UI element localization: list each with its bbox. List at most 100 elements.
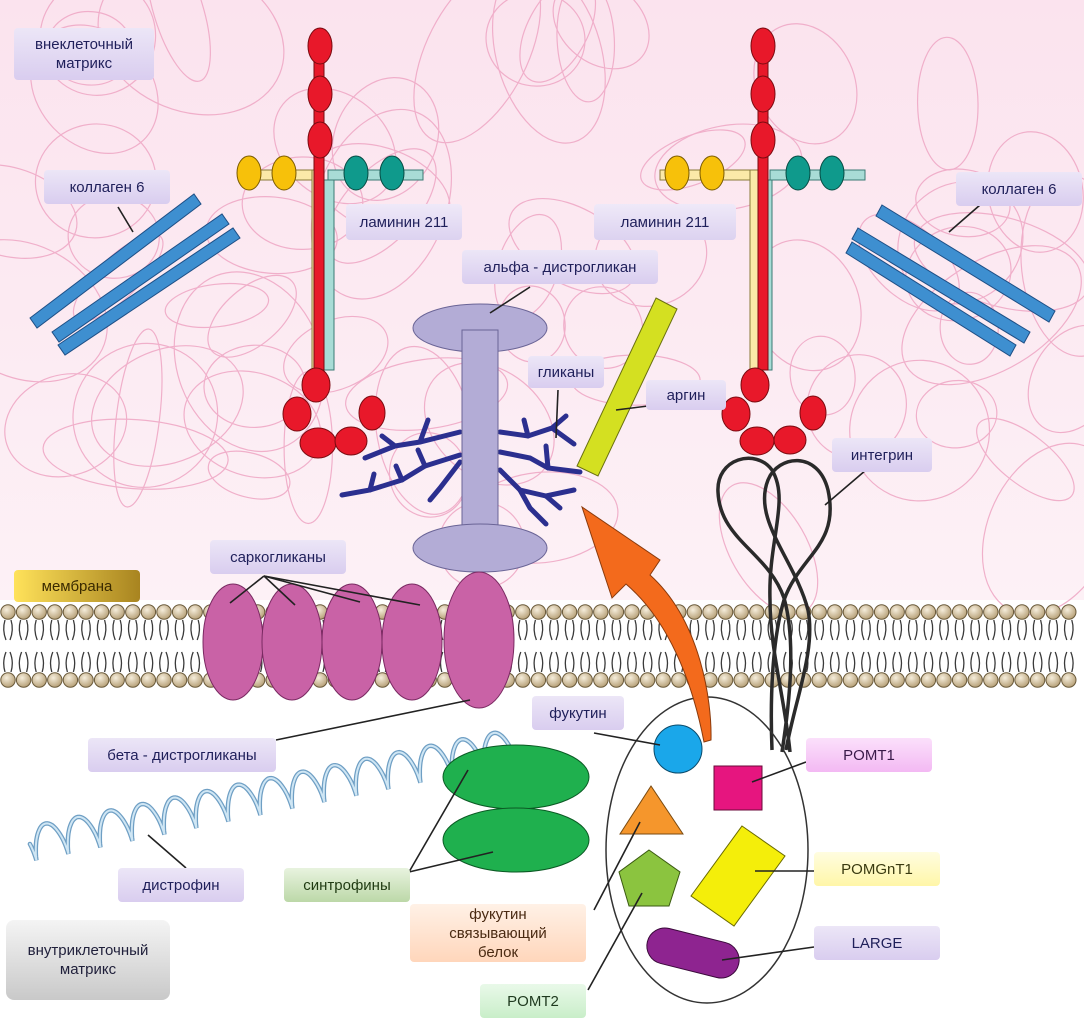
lipid-tail bbox=[829, 619, 840, 641]
lipid-tail bbox=[564, 619, 575, 641]
lipid-tail bbox=[65, 619, 76, 641]
label-beta-dystroglycans: бета - дистрогликаны bbox=[88, 738, 276, 772]
lipid-head bbox=[873, 604, 890, 620]
lipid-tail bbox=[127, 619, 138, 641]
fibre-loop bbox=[113, 328, 163, 508]
lipid-tail bbox=[720, 619, 731, 641]
lipid-tail bbox=[96, 619, 107, 641]
fibre-loop bbox=[1027, 324, 1084, 434]
lipid-head bbox=[515, 604, 531, 620]
lipid-tail bbox=[190, 651, 201, 673]
fibre-loop bbox=[91, 345, 244, 467]
lipid-tail bbox=[876, 651, 887, 673]
lipid-head bbox=[811, 604, 827, 620]
lipid-tail bbox=[642, 619, 653, 641]
fibre-loop bbox=[976, 417, 1075, 502]
lipid-head bbox=[31, 604, 47, 620]
lipid-tail bbox=[861, 651, 871, 673]
lipid-head bbox=[983, 672, 999, 688]
lipid-head bbox=[62, 604, 79, 620]
lipid-tail bbox=[143, 619, 154, 641]
label-pomgnt1: POMGnT1 bbox=[814, 852, 940, 886]
lipid-head bbox=[827, 604, 843, 620]
lipid-tail bbox=[1017, 619, 1027, 641]
lipid-head bbox=[1061, 604, 1077, 620]
lipid-tail bbox=[907, 651, 918, 673]
lipid-head bbox=[998, 604, 1015, 620]
lipid-tail bbox=[549, 619, 559, 641]
fibre-loop bbox=[491, 0, 606, 144]
collagen-left bbox=[29, 193, 241, 356]
lipid-head bbox=[889, 604, 905, 620]
label-pomt1: POMT1 bbox=[806, 738, 932, 772]
glycan-chains bbox=[339, 413, 583, 527]
agrin-rod bbox=[576, 297, 678, 477]
lipid-tail bbox=[892, 619, 903, 641]
lipid-tail bbox=[1048, 651, 1059, 673]
lipid-head bbox=[125, 672, 141, 688]
lipid-tail bbox=[611, 619, 622, 641]
lipid-tail bbox=[159, 651, 169, 673]
lipid-head bbox=[47, 604, 63, 620]
lipid-tail bbox=[143, 651, 154, 673]
lipid-tail bbox=[1032, 619, 1043, 641]
lipid-tail bbox=[533, 619, 544, 641]
lipid-head bbox=[530, 604, 547, 620]
lipid-head bbox=[951, 672, 968, 688]
lipid-tail bbox=[564, 651, 575, 673]
lipid-head bbox=[1061, 672, 1077, 688]
fibre-loop bbox=[345, 357, 509, 431]
lipid-tail bbox=[798, 619, 809, 641]
lipid-tail bbox=[1048, 619, 1059, 641]
lipid-tail bbox=[954, 619, 965, 641]
extracellular-background bbox=[0, 0, 1084, 600]
lipid-tail bbox=[3, 619, 13, 641]
yellow-rectangle-icon bbox=[690, 825, 786, 927]
lipid-head bbox=[187, 672, 203, 688]
label-laminin-211-right: ламинин 211 bbox=[594, 204, 736, 240]
lipid-head bbox=[624, 672, 640, 688]
lipid-head bbox=[733, 672, 749, 688]
lipid-tail bbox=[970, 651, 981, 673]
dystrophin-helix-highlight bbox=[28, 731, 511, 861]
integrin bbox=[716, 456, 832, 753]
lipid-tail bbox=[923, 651, 934, 673]
lipid-tail bbox=[1063, 619, 1074, 641]
lipid-head bbox=[171, 672, 188, 688]
lipid-head bbox=[702, 604, 718, 620]
lipid-head bbox=[717, 672, 734, 688]
blue-circle-icon bbox=[653, 724, 703, 774]
syntrophins bbox=[442, 744, 590, 873]
lipid-tail bbox=[892, 651, 903, 673]
lipid-tail bbox=[34, 619, 45, 641]
lipid-head bbox=[920, 604, 937, 620]
fibre-loop bbox=[97, 0, 285, 116]
lipid-tail bbox=[190, 619, 201, 641]
cell-membrane bbox=[0, 604, 1077, 688]
lipid-head bbox=[998, 672, 1015, 688]
fibre-loop bbox=[42, 418, 229, 490]
label-membrane: мембрана bbox=[14, 570, 140, 602]
fibre-loop bbox=[552, 0, 650, 70]
lipid-tail bbox=[112, 619, 123, 641]
lipid-head bbox=[561, 672, 578, 688]
lipid-tail bbox=[627, 619, 637, 641]
lipid-tail bbox=[1001, 651, 1012, 673]
lipid-tail bbox=[907, 619, 918, 641]
lipid-tail bbox=[517, 651, 528, 673]
label-collagen-6-left: коллаген 6 bbox=[44, 170, 170, 204]
label-leader-lines bbox=[117, 204, 981, 991]
lipid-head bbox=[93, 672, 110, 688]
label-dystrophin: дистрофин bbox=[118, 868, 244, 902]
label-integrin: интегрин bbox=[832, 438, 932, 472]
lipid-head bbox=[546, 672, 562, 688]
lipid-head bbox=[873, 672, 890, 688]
lipid-tail bbox=[970, 619, 981, 641]
label-collagen-6-right: коллаген 6 bbox=[956, 172, 1082, 206]
label-syntrophins: синтрофины bbox=[284, 868, 410, 902]
lipid-head bbox=[764, 604, 781, 620]
lipid-head bbox=[967, 672, 983, 688]
lipid-head bbox=[920, 672, 937, 688]
fibre-loop bbox=[164, 282, 270, 329]
lipid-tail bbox=[814, 619, 825, 641]
